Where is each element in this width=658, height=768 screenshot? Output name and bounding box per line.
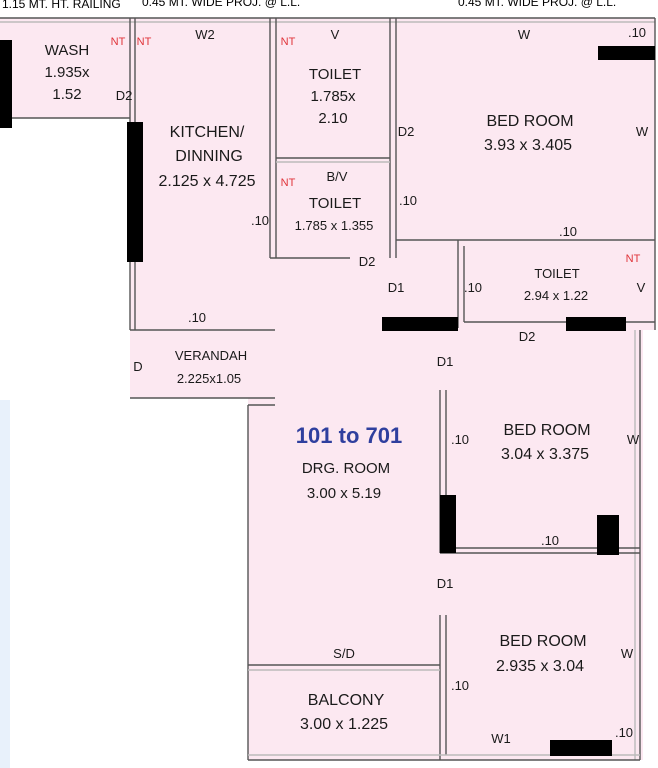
- bedroom1-dim: 3.93 x 3.405: [484, 137, 572, 154]
- door-d2: D2: [359, 254, 376, 269]
- window-w: W: [636, 124, 649, 139]
- window-w: W: [621, 646, 634, 661]
- door-d2: D2: [116, 88, 133, 103]
- kitchen-name2: DINNING: [175, 148, 243, 165]
- kitchen-dim: 2.125 x 4.725: [159, 173, 256, 190]
- projection-note-left: 0.45 MT. WIDE PROJ. @ L.L.: [142, 0, 300, 9]
- projection-note-right: 0.45 MT. WIDE PROJ. @ L.L.: [458, 0, 616, 9]
- drawing-room-dim: 3.00 x 5.19: [307, 485, 381, 502]
- door-d1: D1: [437, 354, 454, 369]
- toilet3-dim: 2.94 x 1.22: [524, 288, 588, 303]
- thickness-mark: .10: [451, 432, 469, 447]
- railing-note: 1.15 MT. HT. RAILING: [2, 0, 121, 11]
- window-w1: W1: [491, 731, 511, 746]
- door-d1: D1: [388, 280, 405, 295]
- toilet1-dim: 1.785x: [310, 88, 356, 105]
- sliding-door-mark: S/D: [333, 646, 355, 661]
- thickness-mark: .10: [615, 725, 633, 740]
- columns: [0, 40, 655, 756]
- thickness-mark: .10: [188, 310, 206, 325]
- drawing-room-name: DRG. ROOM: [302, 460, 390, 477]
- nt-marker: NT: [111, 36, 126, 48]
- verandah-name: VERANDAH: [175, 348, 247, 363]
- thickness-mark: .10: [559, 224, 577, 239]
- bv-mark: B/V: [327, 169, 348, 184]
- nt-marker: NT: [137, 36, 152, 48]
- thickness-mark: .10: [251, 213, 269, 228]
- kitchen-name: KITCHEN/: [170, 124, 245, 141]
- balcony-dim: 3.00 x 1.225: [300, 716, 388, 733]
- ventilator-v: V: [637, 280, 646, 295]
- thickness-mark: .10: [464, 280, 482, 295]
- toilet3-name: TOILET: [534, 266, 579, 281]
- thickness-mark: .10: [399, 193, 417, 208]
- wash-dim: 1.935x: [44, 64, 90, 81]
- window-w2: W2: [195, 27, 215, 42]
- toilet1-dim2: 2.10: [318, 110, 347, 127]
- window-w: W: [518, 27, 531, 42]
- bedroom3-name: BED ROOM: [499, 633, 586, 650]
- window-w: W: [627, 432, 640, 447]
- unit-label: 101 to 701: [296, 423, 402, 448]
- nt-marker: NT: [281, 177, 296, 189]
- door-d2: D2: [519, 329, 536, 344]
- toilet2-name: TOILET: [309, 195, 361, 212]
- toilet1-name: TOILET: [309, 66, 361, 83]
- wash-dim2: 1.52: [52, 86, 81, 103]
- door-d: D: [133, 359, 142, 374]
- balcony-name: BALCONY: [308, 692, 385, 709]
- thickness-mark: .10: [541, 533, 559, 548]
- bedroom3-dim: 2.935 x 3.04: [496, 658, 584, 675]
- thickness-mark: .10: [451, 678, 469, 693]
- door-d1: D1: [437, 576, 454, 591]
- thickness-mark: .10: [628, 25, 646, 40]
- bedroom2-name: BED ROOM: [503, 422, 590, 439]
- wash-name: WASH: [45, 42, 89, 59]
- nt-marker: NT: [626, 253, 641, 265]
- door-d2: D2: [398, 124, 415, 139]
- verandah-dim: 2.225x1.05: [177, 371, 241, 386]
- ventilator-v: V: [331, 27, 340, 42]
- bedroom1-name: BED ROOM: [486, 113, 573, 130]
- bedroom2-dim: 3.04 x 3.375: [501, 446, 589, 463]
- nt-marker: NT: [281, 36, 296, 48]
- adjacent-unit-strip: [0, 400, 10, 768]
- toilet2-dim: 1.785 x 1.355: [295, 218, 374, 233]
